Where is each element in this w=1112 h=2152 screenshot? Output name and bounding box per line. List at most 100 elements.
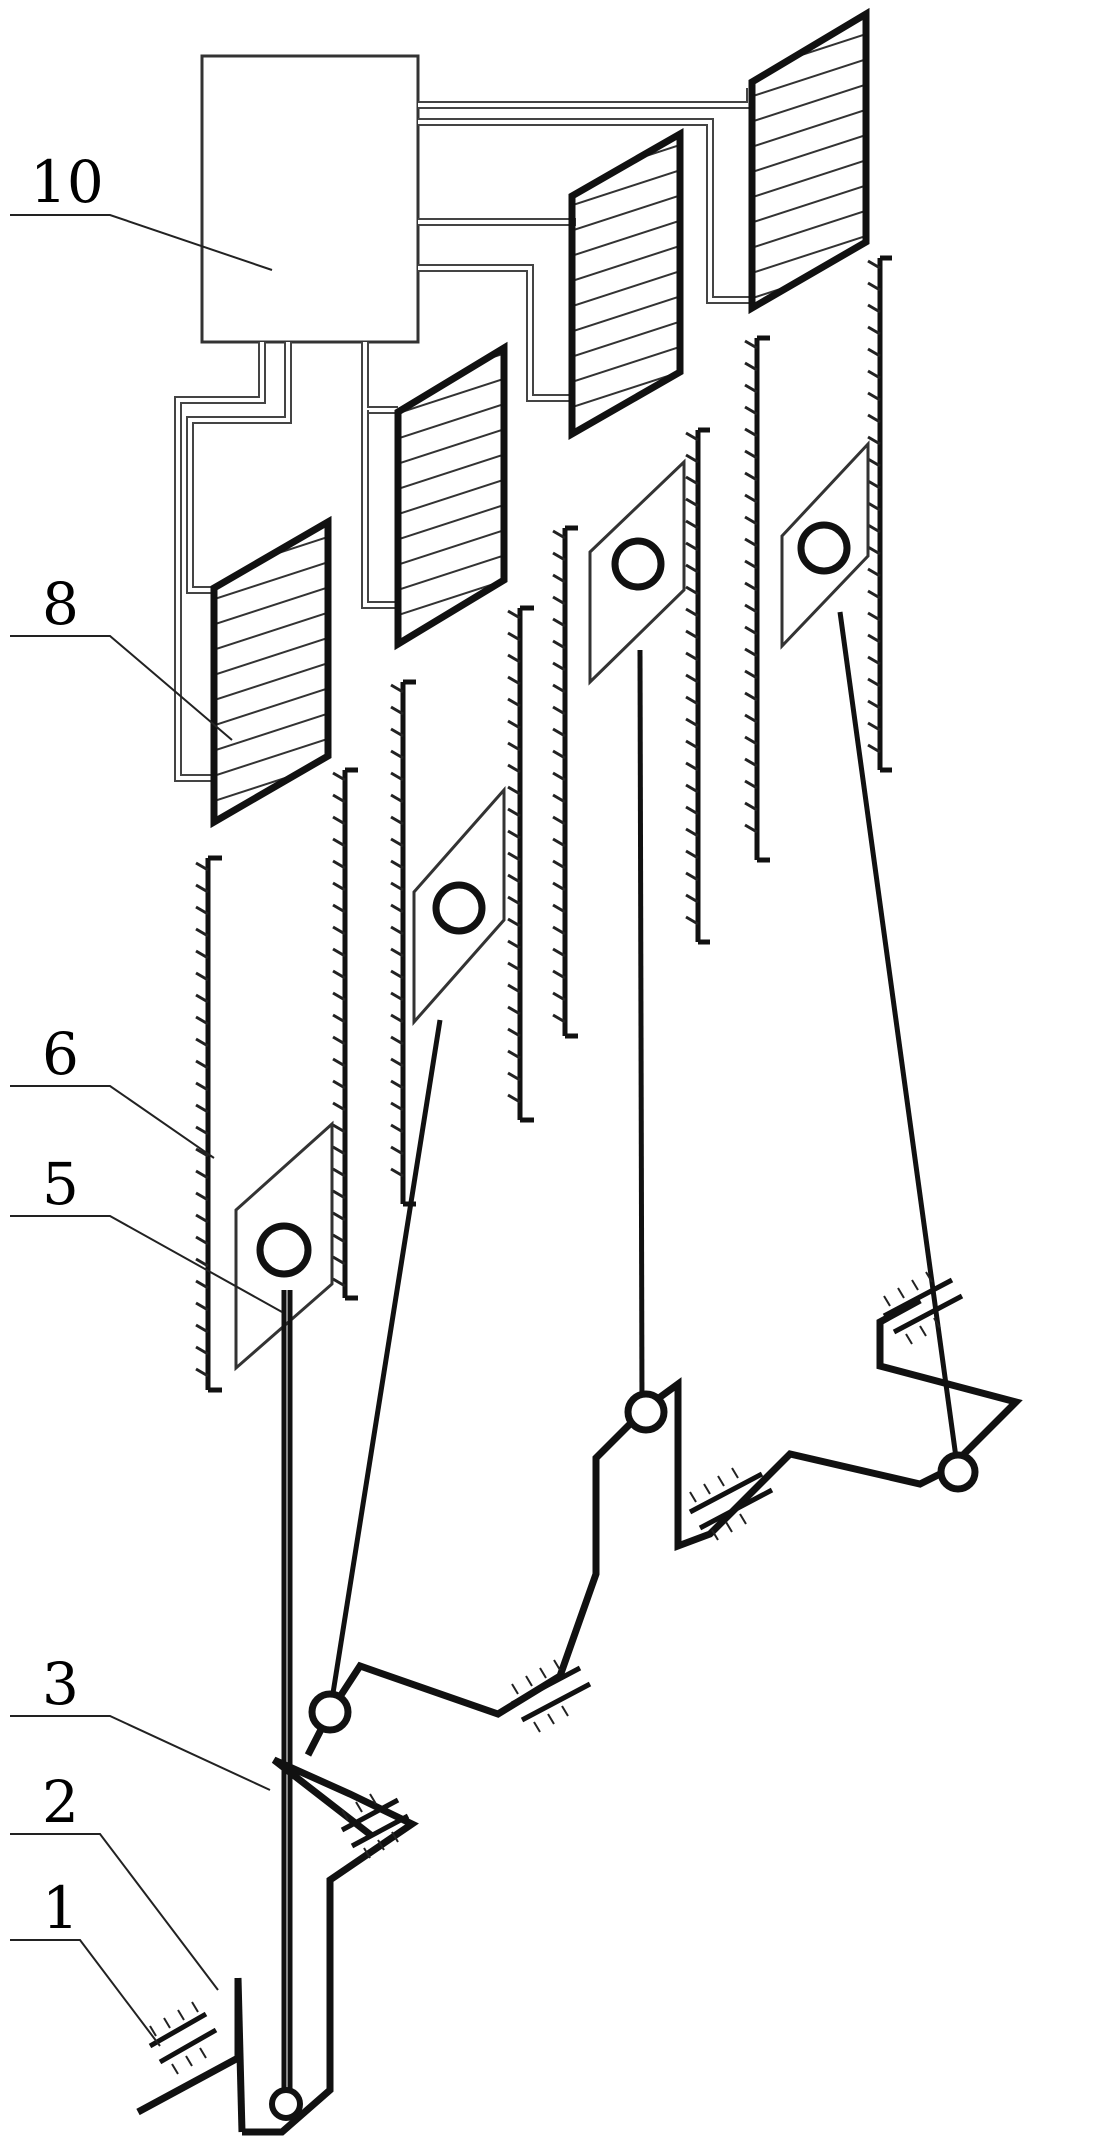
rack-tooth (332, 925, 346, 936)
rack-tooth (195, 1213, 209, 1224)
rack-tooth (685, 629, 699, 640)
rack-tooth (744, 339, 758, 350)
label-8: 8 (42, 570, 79, 638)
rack-tooth (390, 947, 404, 958)
rack-tooth (507, 741, 521, 752)
bearing-5 (882, 1271, 964, 1345)
rack-tooth (507, 675, 521, 686)
bearing-2 (340, 1793, 410, 1859)
rack-tooth (332, 1277, 346, 1288)
bearing-3 (510, 1659, 592, 1733)
rack-tooth (195, 905, 209, 916)
rack-tooth (390, 1123, 404, 1134)
rack-tooth (744, 669, 758, 680)
rack-tooth (552, 683, 566, 694)
rack-tooth (552, 573, 566, 584)
rack-tooth (867, 303, 881, 314)
rack-tooth (195, 861, 209, 872)
rail-1b (342, 767, 358, 1301)
rack-tooth (507, 851, 521, 862)
rack-tooth (195, 1037, 209, 1048)
rack-tooth (390, 1145, 404, 1156)
rack-tooth (507, 1049, 521, 1060)
rack-tooth (552, 771, 566, 782)
rack-tooth (332, 1123, 346, 1134)
rack-tooth (552, 1013, 566, 1024)
rack-tooth (507, 697, 521, 708)
rack-tooth (390, 815, 404, 826)
bearing-1 (148, 2001, 218, 2075)
rack-tooth (685, 497, 699, 508)
rack-tooth (507, 873, 521, 884)
rail-1a (205, 855, 222, 1393)
rack-tooth (195, 1279, 209, 1290)
rack-tooth (744, 471, 758, 482)
label-2: 2 (42, 1768, 79, 1836)
solar-panel-4 (748, 7, 870, 315)
rack-tooth (744, 515, 758, 526)
bearings (148, 1271, 964, 2075)
rack-tooth (332, 1233, 346, 1244)
rack-tooth (552, 793, 566, 804)
crank-joint-4 (937, 1451, 979, 1493)
rack-tooth (744, 713, 758, 724)
rack-tooth (195, 1081, 209, 1092)
rack-tooth (390, 903, 404, 914)
leader-lines (10, 214, 283, 2047)
rack-tooth (507, 653, 521, 664)
pulley-2 (432, 881, 486, 935)
rack-tooth (390, 793, 404, 804)
rack-tooth (744, 493, 758, 504)
crank-joint-2 (308, 1690, 352, 1734)
rack-tooth (332, 1255, 346, 1266)
rack-tooth (867, 369, 881, 380)
rack-tooth (332, 881, 346, 892)
rack-tooth (685, 431, 699, 442)
rack-tooth (552, 595, 566, 606)
rack-tooth (390, 991, 404, 1002)
rack-tooth (744, 537, 758, 548)
rack-tooth (867, 457, 881, 468)
rack-tooth (685, 783, 699, 794)
rack-tooth (552, 727, 566, 738)
rack-tooth (195, 1169, 209, 1180)
rack-tooth (332, 1035, 346, 1046)
crank-joint-1 (269, 2087, 303, 2121)
rack-tooth (195, 949, 209, 960)
rack-tooth (332, 771, 346, 782)
rack-tooth (195, 993, 209, 1004)
rack-tooth (390, 837, 404, 848)
solar-panels (210, 7, 870, 829)
rack-tooth (390, 683, 404, 694)
rack-tooth (195, 1323, 209, 1334)
rack-tooth (867, 743, 881, 754)
rack-tooth (867, 479, 881, 490)
rack-tooth (867, 413, 881, 424)
rack-tooth (507, 1005, 521, 1016)
controller-box (200, 54, 420, 344)
rack-tooth (195, 1235, 209, 1246)
rack-tooth (867, 259, 881, 270)
pulley-1 (256, 1222, 312, 1278)
rack-tooth (867, 567, 881, 578)
rail-4a (754, 335, 770, 863)
rack-tooth (552, 903, 566, 914)
rack-tooth (552, 859, 566, 870)
rack-tooth (685, 761, 699, 772)
rack-tooth (744, 823, 758, 834)
rack-tooth (507, 631, 521, 642)
rack-tooth (685, 607, 699, 618)
rack-tooth (685, 585, 699, 596)
rack-tooth (867, 699, 881, 710)
rack-tooth (552, 617, 566, 628)
rack-tooth (332, 1211, 346, 1222)
rack-tooth (332, 1057, 346, 1068)
rack-tooth (507, 1093, 521, 1104)
rack-tooth (507, 609, 521, 620)
rack-tooth (507, 785, 521, 796)
rack-tooth (867, 677, 881, 688)
control-wires (174, 88, 754, 782)
rack-tooth (552, 551, 566, 562)
rack-tooth (390, 969, 404, 980)
rack-tooth (867, 545, 881, 556)
